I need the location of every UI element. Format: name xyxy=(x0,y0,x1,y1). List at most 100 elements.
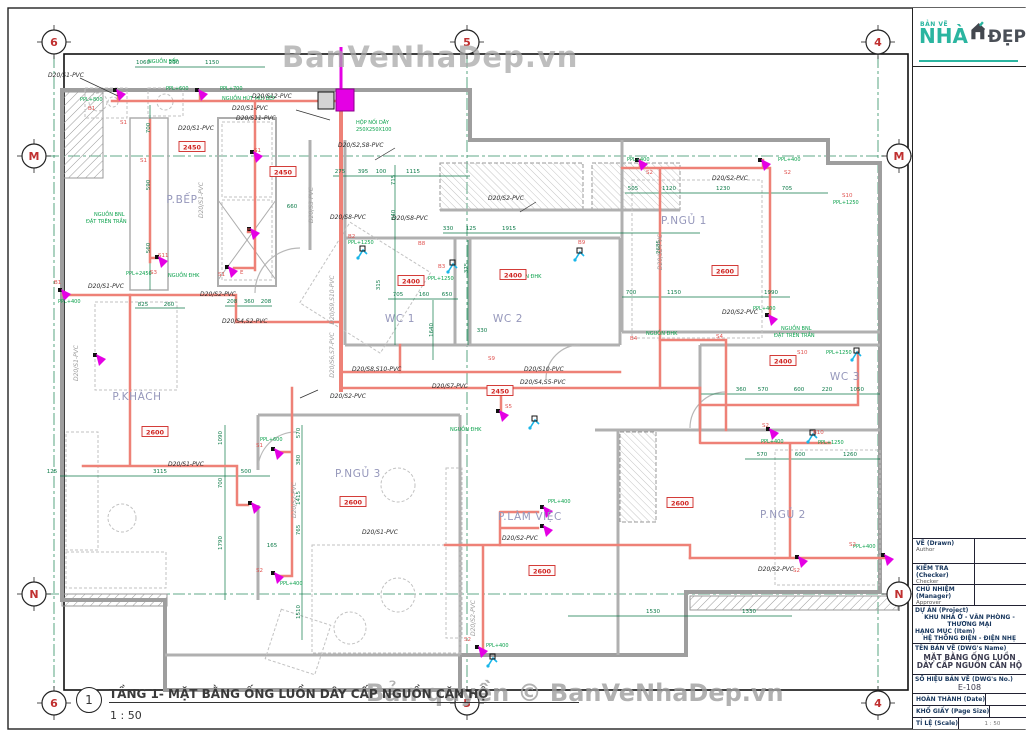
dimension-label: 600 xyxy=(794,387,805,393)
wire-label: D20/S12-PVC xyxy=(252,93,293,100)
socket-icon xyxy=(225,265,238,278)
height-value: 2600 xyxy=(716,268,735,276)
dimension-label: 1060 xyxy=(136,60,150,66)
sub-drawn: Author xyxy=(916,546,935,553)
dimension-label: 1415 xyxy=(296,491,302,505)
wire-label: D20/S2-PVC xyxy=(470,599,477,636)
height-box: 2400 xyxy=(769,355,797,366)
wire-label: D20/S2-PVC xyxy=(488,195,525,202)
device-label: B4 xyxy=(630,336,638,342)
note-label: PPL+600 xyxy=(166,86,189,92)
scale-label: TỈ LỆ (Scale) xyxy=(916,720,958,727)
wire-label: D20/S3-PVC xyxy=(308,186,315,223)
titleblock-row-drawn: VẼ (Drawn) Author xyxy=(913,538,1026,564)
socket-icon xyxy=(765,313,778,326)
note-label: PPL+1250 xyxy=(348,240,374,246)
logo-underline xyxy=(919,60,1018,62)
dimension-label: 560 xyxy=(146,242,152,253)
dimension-label: 1230 xyxy=(716,186,730,192)
note-label: PPL+400 xyxy=(761,439,784,445)
dimension-label: 570 xyxy=(757,452,768,458)
dimension-label: 1120 xyxy=(662,186,676,192)
dimension-label: 395 xyxy=(358,169,369,175)
device-label: S2 xyxy=(256,568,263,574)
dimension-label: 220 xyxy=(822,387,833,393)
dwg-name: MẶT BẰNG ỐNG LUỒN DÂY CẤP NGUỒN CĂN HỘ xyxy=(916,652,1023,671)
device-label: S1 xyxy=(140,158,147,164)
switch-icon xyxy=(528,415,540,430)
dimension-label: 375 xyxy=(464,262,470,273)
device-label: S1 xyxy=(120,120,127,126)
note-label: NGUỒN BẾP xyxy=(148,56,178,65)
dimension-label: 1640 xyxy=(429,323,435,337)
dimension-label: 275 xyxy=(335,169,346,175)
room-label: P.KHÁCH xyxy=(112,390,161,403)
dimension-label: 260 xyxy=(164,302,175,308)
dimension-label: 125 xyxy=(47,469,58,475)
room-label: P.NGỦ 2 xyxy=(760,507,806,521)
height-value: 2400 xyxy=(402,278,421,286)
socket-icon xyxy=(758,158,771,171)
project-label: DỰ ÁN (Project) xyxy=(915,606,969,614)
dimension-label: 1915 xyxy=(502,226,516,232)
socket-icon xyxy=(195,88,208,101)
date-label: HOÀN THÀNH (Date) xyxy=(916,696,986,703)
item-name: HỆ THỐNG ĐIỆN - ĐIỆN NHẸ xyxy=(922,634,1017,642)
device-label: S1 xyxy=(218,272,225,278)
socket-icon xyxy=(795,555,808,568)
switch-icon xyxy=(573,247,585,262)
dimension-label: 330 xyxy=(443,226,454,232)
dimension-label: 1790 xyxy=(218,536,224,550)
room-label: P.LÀM VIỆC xyxy=(498,510,562,523)
wire-label: D20/S4,S2-PVC xyxy=(222,318,268,325)
switch-icon xyxy=(356,245,368,260)
dimension-label: 1115 xyxy=(406,169,420,175)
note-label: PPL+400 xyxy=(486,643,509,649)
sub-checker: Checker xyxy=(916,578,939,585)
wire-label: D20/S8-PVC xyxy=(392,215,429,222)
wire-labels: D20/S1-PVCD20/S1-PVCD20/S12-PVCD20/S1-PV… xyxy=(48,72,795,636)
grid-bubble: 4 xyxy=(861,25,895,59)
grid-bubble-label: M xyxy=(894,150,905,163)
note-label: 250X250X100 xyxy=(356,127,391,133)
socket-icon xyxy=(271,571,284,584)
dimension-label: 125 xyxy=(466,226,477,232)
device-label: S10 xyxy=(797,350,808,356)
height-value: 2450 xyxy=(274,169,293,177)
device-label: S3 xyxy=(150,270,157,276)
grid-bubble-label: N xyxy=(894,588,903,601)
dimension-label: 705 xyxy=(782,186,793,192)
logo-small-text: BẢN VẼ xyxy=(920,21,949,28)
height-box: 2600 xyxy=(339,496,367,507)
switch-icon xyxy=(806,429,818,444)
dimension-label: 715 xyxy=(391,174,397,185)
switch-icon xyxy=(446,259,458,274)
dimension-label: 505 xyxy=(628,186,639,192)
height-value: 2600 xyxy=(671,500,690,508)
height-box: 2450 xyxy=(269,166,297,177)
socket-icon xyxy=(155,255,168,268)
grid-bubble-label: 4 xyxy=(874,697,882,710)
wire-label: D20/S2-PVC xyxy=(330,393,367,400)
wire-label: D20/S1-PVC xyxy=(178,125,215,132)
dimension-label: 330 xyxy=(477,328,488,334)
grid-bubble-label: 6 xyxy=(50,36,58,49)
dwg-no-label: SỐ HIỆU BẢN VẼ (DWG's No.) xyxy=(915,676,1013,683)
dimension-label: 165 xyxy=(267,543,278,549)
dimension-label: 660 xyxy=(287,204,298,210)
wire-label: D20/S4,S5-PVC xyxy=(520,379,566,386)
titleblock-scale: TỈ LỆ (Scale) 1 : 50 xyxy=(913,718,1026,729)
hatched-areas xyxy=(61,91,899,611)
dimension-label: 380 xyxy=(296,454,302,465)
height-value: 2600 xyxy=(344,499,363,507)
switch-icon xyxy=(486,653,498,668)
label-checker: KIỂM TRA (Checker) xyxy=(916,564,949,579)
dimension-lines xyxy=(60,66,880,640)
socket-icon xyxy=(250,150,263,163)
note-label: PPL+1250 xyxy=(833,200,859,206)
wire-label: D20/S7-PVC xyxy=(432,383,469,390)
date-value xyxy=(985,694,1026,705)
